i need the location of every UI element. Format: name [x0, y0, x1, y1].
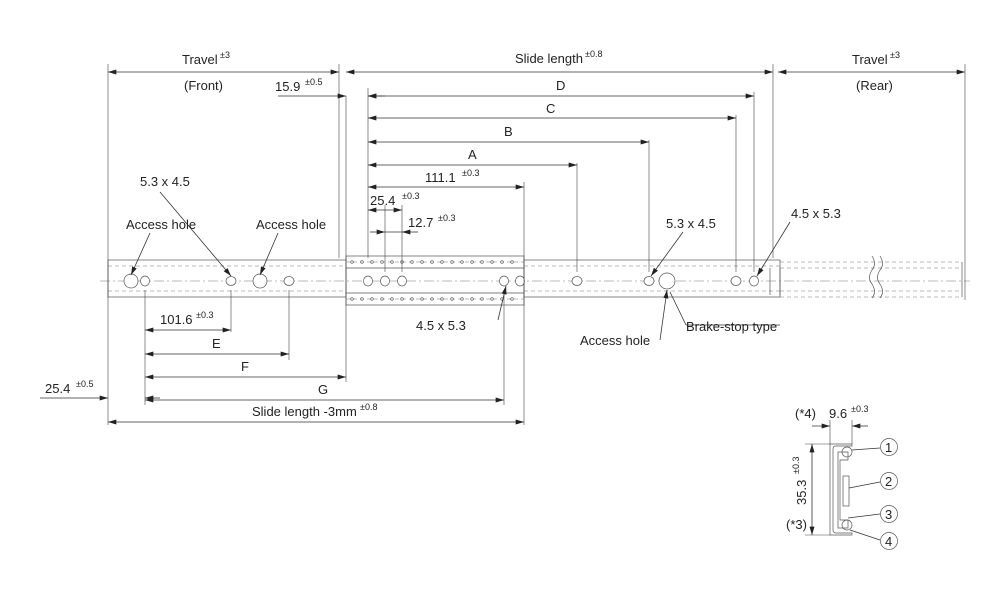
label-front: (Front): [184, 78, 223, 93]
label-D: D: [556, 78, 565, 93]
label-111-1-tol: ±0.3: [462, 168, 479, 178]
callout-1-label: 1: [885, 440, 892, 455]
callout-4-label: 4: [885, 534, 892, 549]
dimension-lines: [40, 69, 966, 425]
callout-3: [880, 505, 898, 523]
label-25-4-left-tol: ±0.5: [76, 379, 93, 389]
slide-body: [100, 255, 970, 306]
slot-hole: [499, 275, 509, 287]
label-note-3: (*3): [786, 517, 807, 532]
label-25-4-top-tol: ±0.3: [402, 191, 419, 201]
access-hole: [658, 272, 676, 290]
label-101-6-tol: ±0.3: [196, 310, 213, 320]
label-E: E: [212, 336, 221, 351]
slot-hole: [380, 275, 390, 287]
label-hole-4-5x5-3-right: 4.5 x 5.3: [791, 206, 841, 221]
cross-section: 1 2 3 4 (*4) 9.6 ±0.3 35.3 ±0.3 (*3): [786, 404, 898, 550]
label-15-9: 15.9: [275, 79, 300, 94]
label-25-4-left: 25.4: [45, 381, 70, 396]
label-access-hole-3: Access hole: [580, 333, 650, 348]
label-slide-length-3mm: Slide length -3mm: [252, 404, 357, 419]
label-12-7: 12.7: [408, 215, 433, 230]
label-travel-rear: Travel: [852, 52, 888, 67]
callout-1: [880, 438, 898, 456]
label-35-3: 35.3: [794, 480, 809, 505]
extension-lines: [107, 64, 966, 425]
label-rear: (Rear): [856, 78, 893, 93]
mounting-holes: [123, 260, 759, 301]
label-slide-length: Slide length: [515, 51, 583, 66]
label-access-hole-1: Access hole: [126, 217, 196, 232]
label-hole-5-3x4-5-left: 5.3 x 4.5: [140, 174, 190, 189]
label-35-3-tol: ±0.3: [791, 457, 801, 474]
label-travel-front-tol: ±3: [220, 50, 230, 60]
label-9-6-tol: ±0.3: [851, 404, 868, 414]
label-hole-4-5x5-3-bottom: 4.5 x 5.3: [416, 318, 466, 333]
callout-3-label: 3: [885, 507, 892, 522]
ball-retainer-dots: [350, 260, 514, 301]
label-15-9-tol: ±0.5: [305, 77, 322, 87]
dimension-labels: Travel ±3 (Front) Slide length ±0.8 Trav…: [45, 49, 900, 419]
label-travel-front: Travel: [182, 52, 218, 67]
label-111-1: 111.1: [425, 170, 456, 185]
callout-4: [880, 532, 898, 550]
slot-hole: [571, 276, 583, 286]
label-F: F: [241, 359, 249, 374]
slot-hole: [643, 276, 655, 286]
leader-lines: [130, 191, 791, 341]
label-9-6: 9.6: [829, 406, 847, 421]
callout-2-label: 2: [885, 474, 892, 489]
slot-hole: [140, 275, 150, 287]
label-B: B: [504, 124, 513, 139]
access-hole: [252, 273, 268, 289]
label-note-4: (*4): [795, 406, 816, 421]
slot-hole: [363, 275, 373, 287]
slot-hole: [283, 276, 295, 286]
slot-hole: [397, 275, 407, 287]
label-C: C: [546, 101, 555, 116]
label-25-4-top: 25.4: [370, 193, 395, 208]
label-hole-5-3x4-5-right: 5.3 x 4.5: [666, 216, 716, 231]
label-G: G: [318, 382, 328, 397]
callout-2: [880, 472, 898, 490]
slot-hole: [749, 275, 759, 287]
label-12-7-tol: ±0.3: [438, 213, 455, 223]
label-brake-stop: Brake-stop type: [686, 319, 777, 334]
slot-hole: [225, 276, 237, 286]
label-slide-length-3mm-tol: ±0.8: [360, 402, 377, 412]
slot-hole: [515, 275, 525, 287]
label-access-hole-2: Access hole: [256, 217, 326, 232]
label-101-6: 101.6: [160, 312, 193, 327]
slot-hole: [730, 276, 742, 286]
label-A: A: [468, 147, 477, 162]
access-hole: [123, 273, 139, 289]
label-travel-rear-tol: ±3: [890, 50, 900, 60]
label-slide-length-tol: ±0.8: [585, 49, 602, 59]
